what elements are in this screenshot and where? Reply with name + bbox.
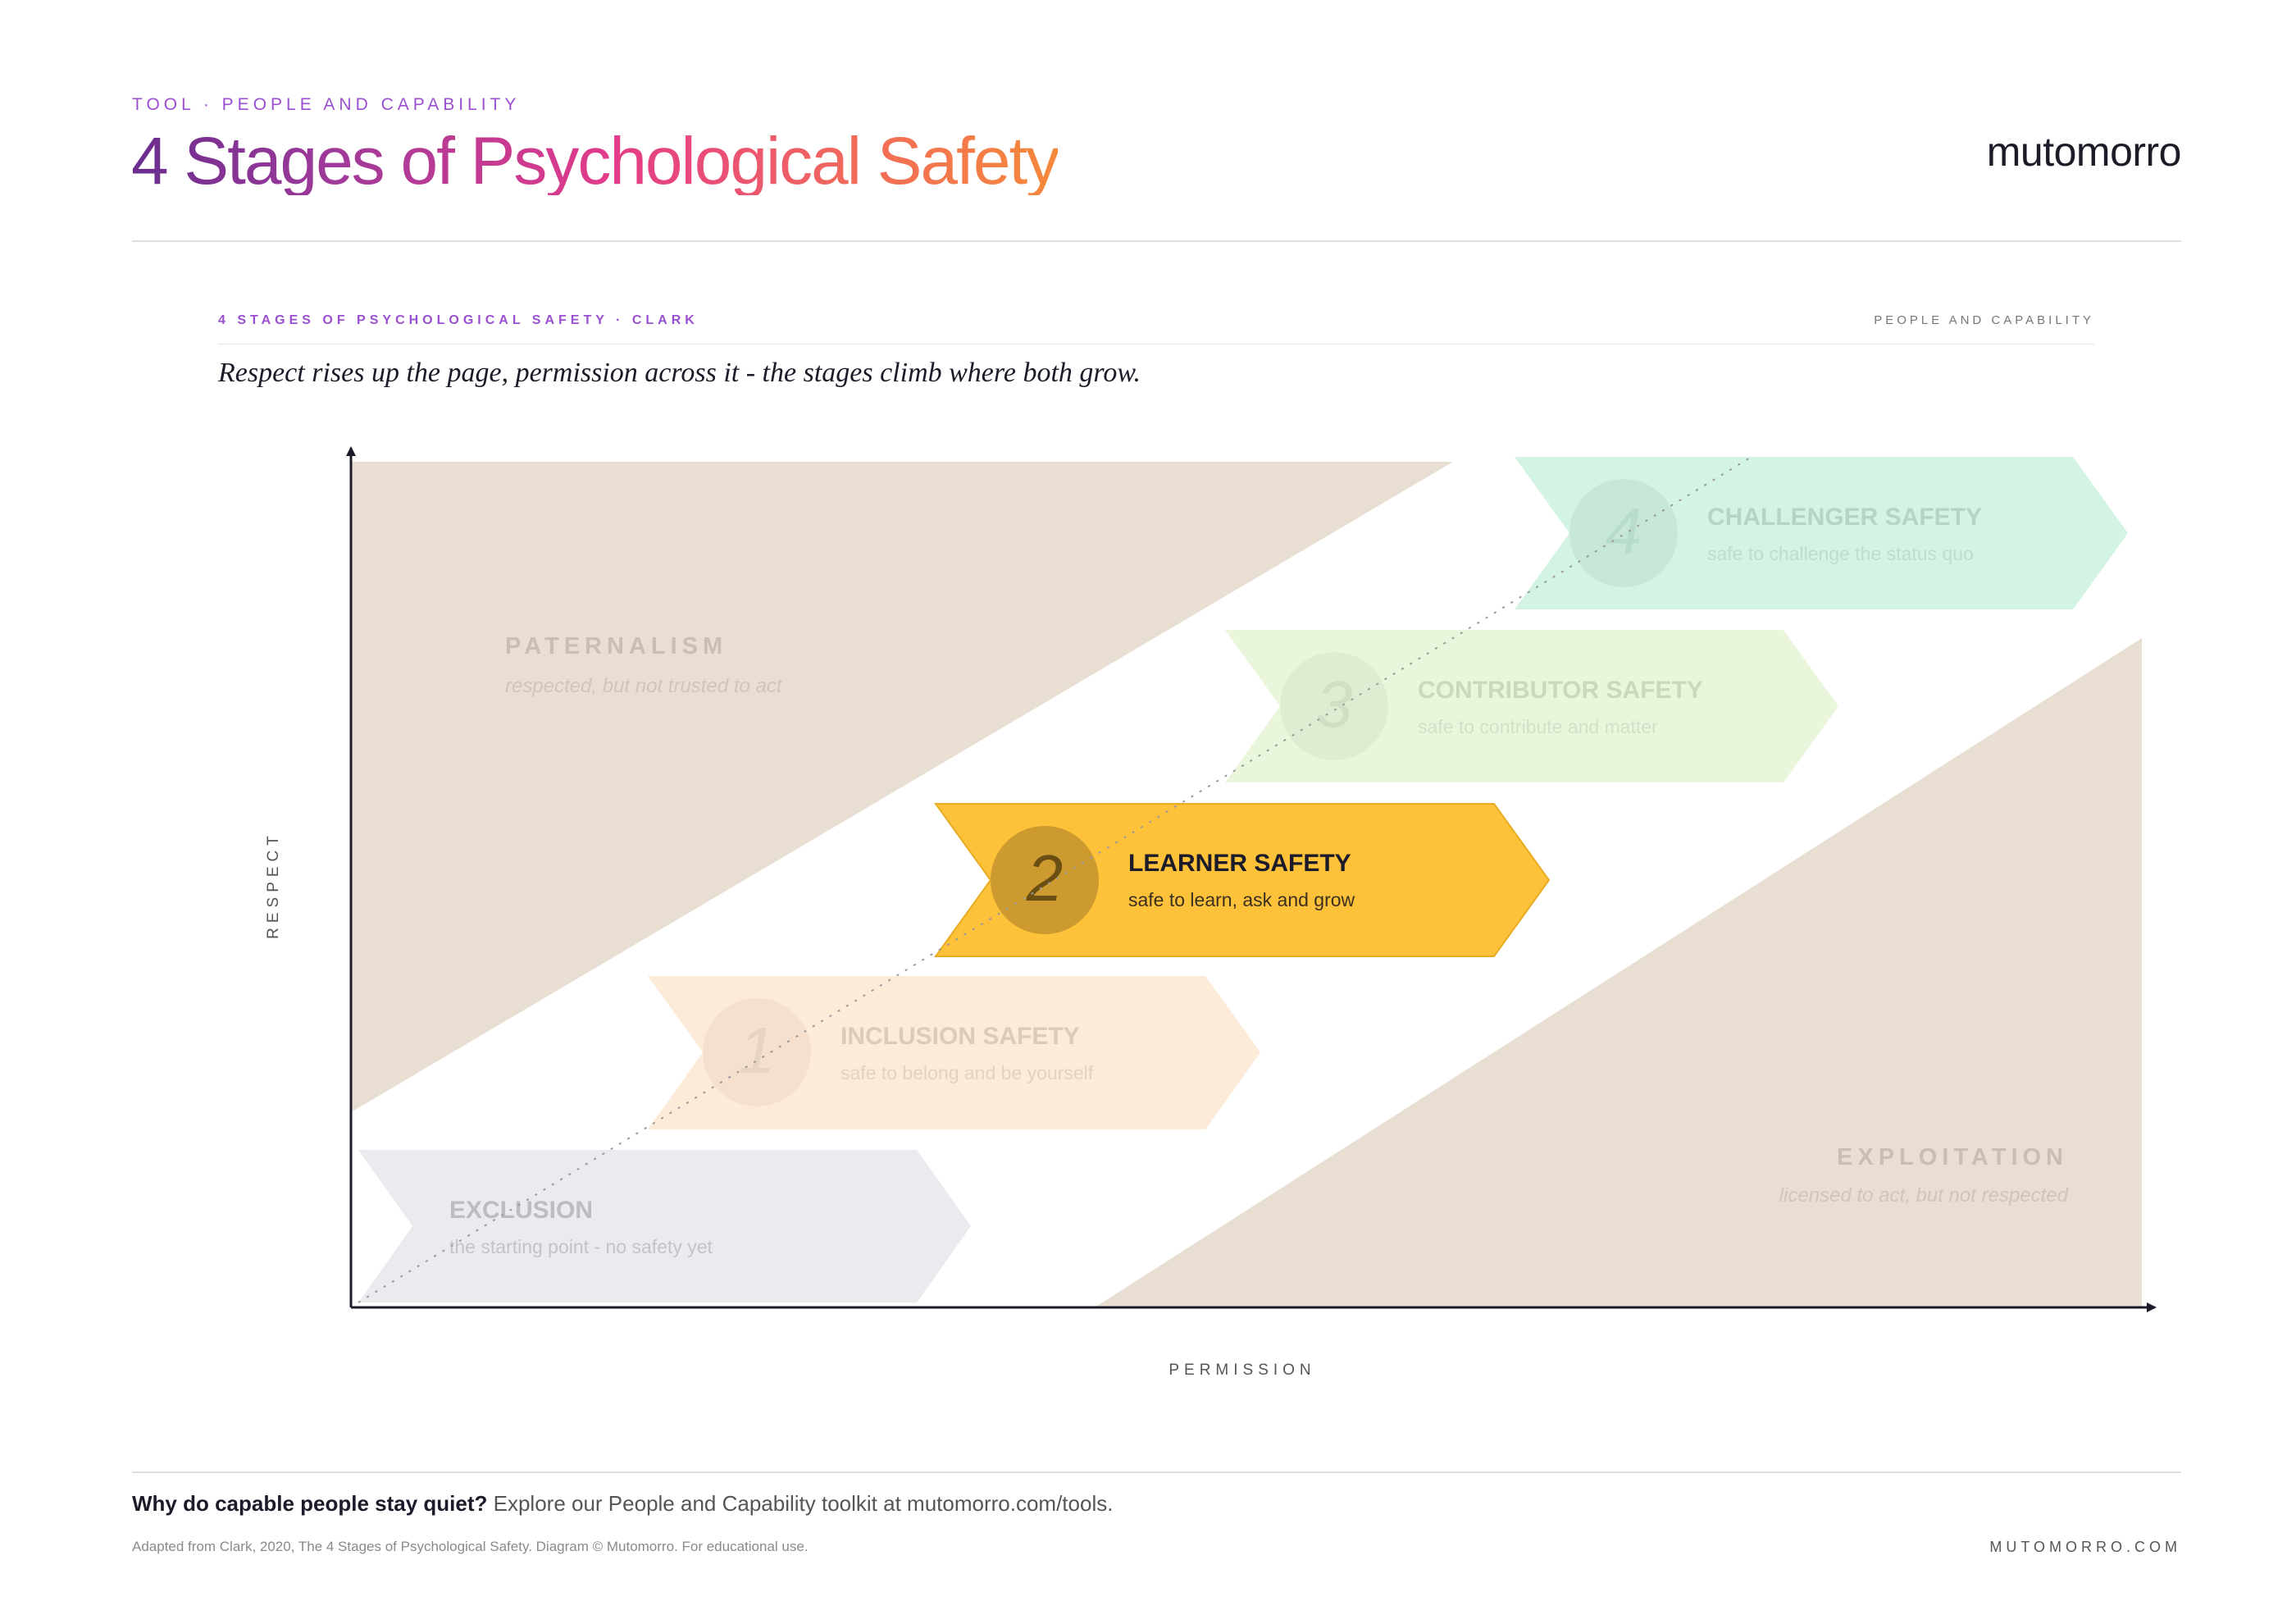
page-title: 4 Stages of Psychological Safety xyxy=(131,124,1059,198)
stage-learner-number-circle xyxy=(991,826,1099,934)
exploitation-desc: licensed to act, but not respected xyxy=(1779,1184,2069,1207)
respect-axis-label: RESPECT xyxy=(265,831,282,939)
permission-axis-label: PERMISSION xyxy=(1168,1362,1315,1379)
stage-exclusion-desc: the starting point - no safety yet xyxy=(449,1236,713,1257)
stage-exclusion-chevron xyxy=(358,1150,971,1302)
paternalism-label: PATERNALISM xyxy=(505,633,727,659)
exploitation-region xyxy=(1095,638,2142,1307)
paternalism-desc: respected, but not trusted to act xyxy=(505,675,783,697)
stage-challenger-number: 4 xyxy=(1606,495,1642,568)
figure-section-label: PEOPLE AND CAPABILITY xyxy=(1874,313,2094,327)
stage-exclusion-title: EXCLUSION xyxy=(449,1197,593,1224)
stage-inclusion-number: 1 xyxy=(739,1014,776,1087)
figure-lede: Respect rises up the page, permission ac… xyxy=(218,358,1141,388)
footer-divider xyxy=(132,1471,2181,1473)
stage-learner-title: LEARNER SAFETY xyxy=(1128,850,1351,877)
footer-credit: Adapted from Clark, 2020, The 4 Stages o… xyxy=(132,1539,809,1554)
stage-inclusion-number-circle xyxy=(703,998,811,1106)
figure-eyebrow: 4 STAGES OF PSYCHOLOGICAL SAFETY · CLARK xyxy=(218,313,699,327)
stage-learner-desc: safe to learn, ask and grow xyxy=(1128,889,1355,910)
stage-challenger-chevron xyxy=(1515,457,2128,609)
exploitation-label: EXPLOITATION xyxy=(1837,1144,2068,1170)
paternalism-region xyxy=(351,462,1453,1112)
stage-inclusion-desc: safe to belong and be yourself xyxy=(840,1062,1094,1083)
header-divider xyxy=(132,240,2181,242)
stage-challenger-number-circle xyxy=(1569,479,1678,587)
stage-contributor-chevron xyxy=(1225,630,1838,782)
footer-cta-text[interactable]: Explore our People and Capability toolki… xyxy=(487,1491,1114,1516)
stage-challenger-title: CHALLENGER SAFETY xyxy=(1707,504,1982,531)
progression-path xyxy=(358,456,1752,1303)
brand-logo[interactable]: mutomorro xyxy=(1986,129,2182,175)
stage-challenger-desc: safe to challenge the status quo xyxy=(1707,543,1974,564)
footer-cta: Why do capable people stay quiet? Explor… xyxy=(132,1491,1113,1517)
stage-contributor-number-circle xyxy=(1280,652,1388,760)
stage-contributor-desc: safe to contribute and matter xyxy=(1418,716,1658,737)
stage-contributor-number: 3 xyxy=(1316,668,1353,741)
stage-inclusion-title: INCLUSION SAFETY xyxy=(840,1023,1080,1050)
stage-contributor-title: CONTRIBUTOR SAFETY xyxy=(1418,677,1703,704)
footer-url-link[interactable]: MUTOMORRO.COM xyxy=(1989,1539,2181,1555)
header-eyebrow: TOOL · PEOPLE AND CAPABILITY xyxy=(132,95,521,114)
footer-question: Why do capable people stay quiet? xyxy=(132,1491,488,1516)
stage-inclusion-chevron xyxy=(648,976,1260,1129)
